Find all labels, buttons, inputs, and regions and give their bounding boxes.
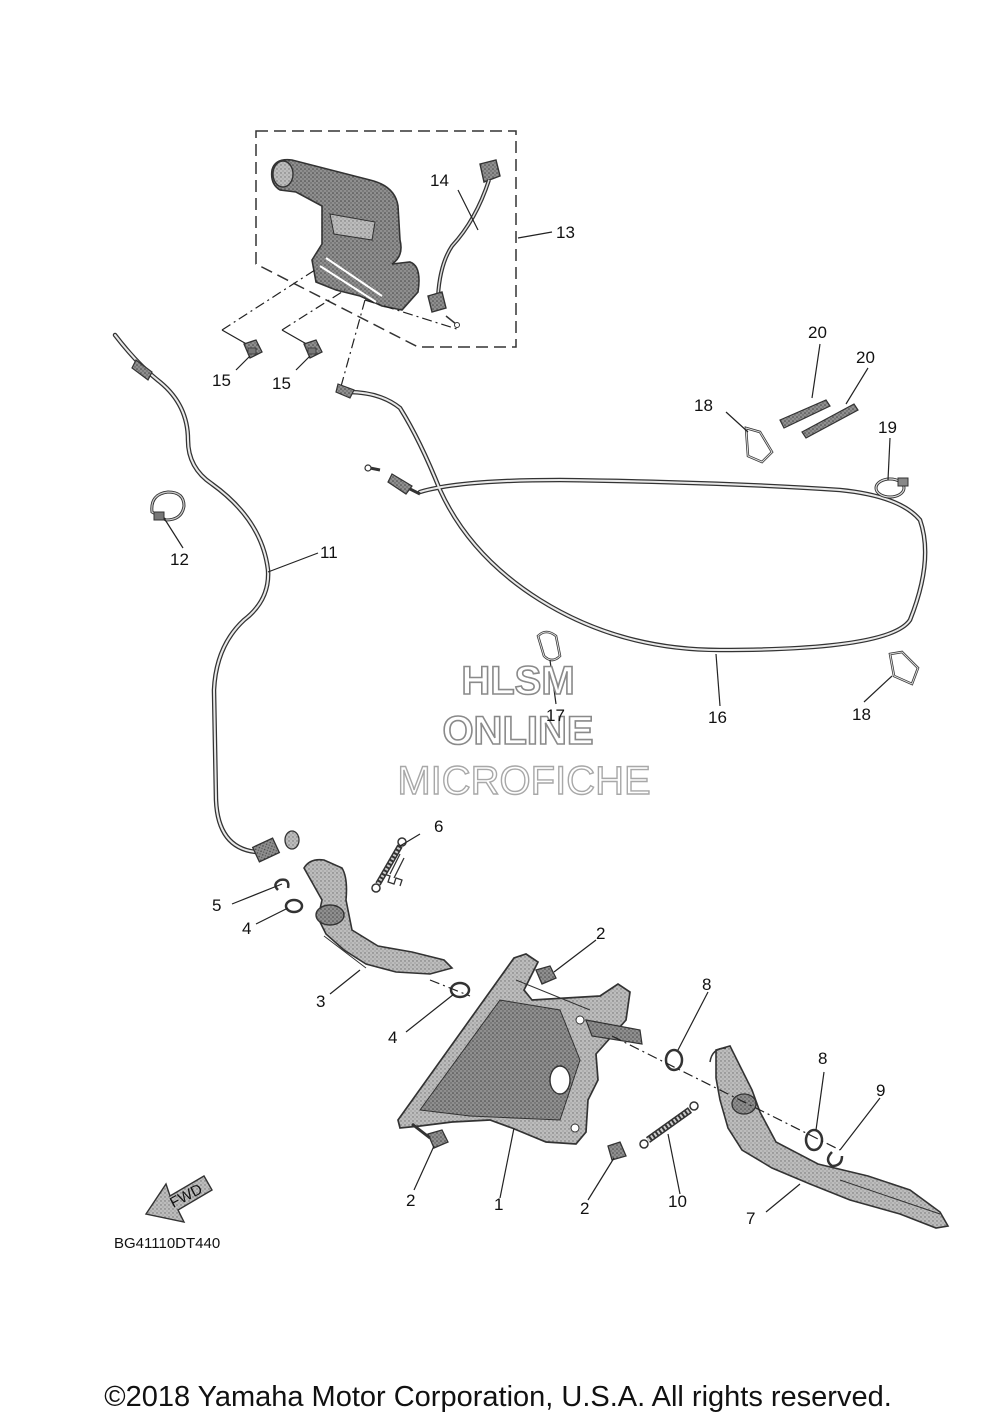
callout-6: 6 — [434, 817, 443, 836]
washer-4-upper — [284, 898, 304, 914]
bracket-1 — [397, 953, 643, 1145]
callout-4-upper: 4 — [242, 919, 251, 938]
callout-5: 5 — [212, 896, 221, 915]
assembly-dashed-outline — [255, 130, 517, 348]
cable-16 — [335, 383, 928, 653]
bolt-2-left — [411, 1122, 449, 1149]
callout-15-left: 15 — [212, 371, 231, 390]
callout-1: 1 — [494, 1195, 503, 1214]
callout-16: 16 — [708, 708, 727, 727]
leader-lines — [163, 189, 893, 1213]
washer-4-lower — [449, 981, 471, 999]
clamp-18-lower — [888, 650, 920, 686]
cable-end-fitting — [251, 830, 300, 863]
watermark-line-1: HLSM — [461, 659, 574, 703]
reference-code: BG41110DT440 — [114, 1235, 220, 1252]
washer-8-lower — [804, 1128, 824, 1152]
handlebar-lever-assembly-group — [221, 130, 517, 391]
spring-10 — [639, 1101, 699, 1149]
watermark-line-3: MICROFICHE — [397, 759, 650, 803]
callout-19: 19 — [878, 418, 897, 437]
brake-cable-11 — [112, 332, 300, 863]
fwd-arrow: FWD — [144, 1175, 213, 1223]
callout-7: 7 — [746, 1209, 755, 1228]
callouts: 13 14 15 15 12 11 20 20 18 19 18 16 17 6… — [170, 171, 897, 1228]
clamp-19 — [874, 477, 909, 499]
bolt-15-left — [243, 339, 263, 359]
callout-8-lower: 8 — [818, 1049, 827, 1068]
lever-switch — [427, 159, 501, 328]
clamp-12 — [150, 490, 186, 522]
callout-11: 11 — [320, 543, 338, 562]
callout-9: 9 — [876, 1081, 885, 1100]
callout-17: 17 — [546, 706, 565, 725]
clamp-18-upper — [744, 426, 774, 464]
callout-2-left: 2 — [406, 1191, 415, 1210]
circlip-5 — [274, 878, 290, 891]
clip-9 — [826, 1151, 844, 1168]
washer-8-upper — [664, 1048, 684, 1072]
brake-pedal-7 — [709, 1045, 950, 1229]
watermark: HLSM ONLINE MICROFICHE — [397, 658, 652, 804]
copyright: ©2018 Yamaha Motor Corporation, U.S.A. A… — [104, 1381, 892, 1413]
callout-18-upper: 18 — [694, 396, 713, 415]
callout-2-right: 2 — [580, 1199, 589, 1218]
clip-17 — [536, 630, 562, 662]
tie-20-right — [801, 403, 859, 439]
callout-3: 3 — [316, 992, 325, 1011]
bolt-15-right — [303, 339, 323, 359]
watermark-line-2: ONLINE — [442, 709, 593, 753]
brake-lever-body — [270, 158, 420, 311]
callout-13: 13 — [556, 223, 575, 242]
callout-8-upper: 8 — [702, 975, 711, 994]
callout-14: 14 — [430, 171, 449, 190]
fwd-label: FWD — [167, 1181, 205, 1212]
callout-10: 10 — [668, 1192, 687, 1211]
callout-20-right: 20 — [856, 348, 875, 367]
callout-20-left: 20 — [808, 323, 827, 342]
bolt-2-top — [535, 965, 557, 985]
callout-2-top: 2 — [596, 924, 605, 943]
callout-18-lower: 18 — [852, 705, 871, 724]
callout-15-right: 15 — [272, 374, 291, 393]
brake-arm-3 — [303, 858, 454, 975]
callout-4-lower: 4 — [388, 1028, 397, 1047]
callout-12: 12 — [170, 550, 189, 569]
spring-6 — [371, 837, 407, 893]
tie-20-left — [779, 399, 831, 429]
bolt-2-right — [607, 1141, 627, 1161]
